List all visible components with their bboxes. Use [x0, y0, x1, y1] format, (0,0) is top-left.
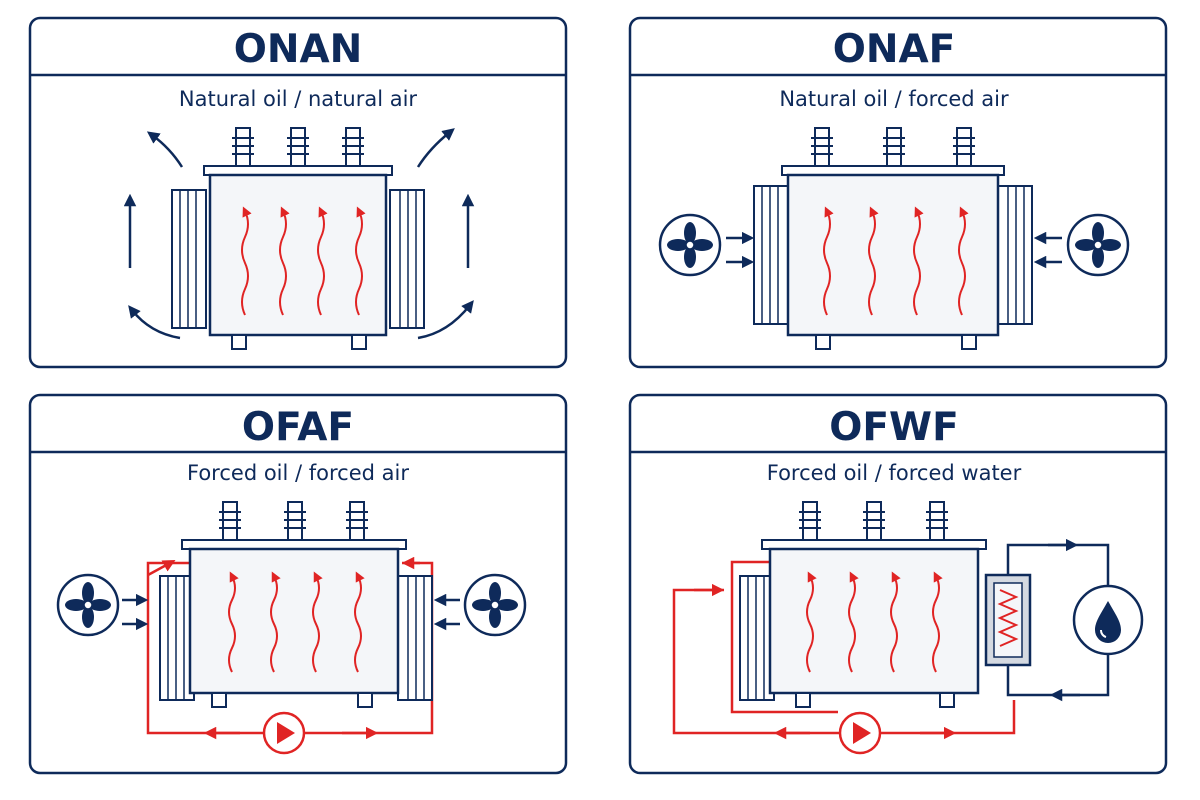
panel-onaf: ONAF Natural oil / forced air [628, 16, 1168, 369]
tank [786, 173, 1000, 337]
pump-icon [838, 711, 882, 755]
bushing-icon [346, 501, 368, 541]
panel-title: OFWF [829, 405, 958, 450]
radiator-left [159, 575, 195, 701]
bushing-icon [232, 127, 254, 167]
transformer [159, 501, 433, 708]
panel-subtitle: Forced oil / forced air [187, 461, 409, 485]
airflow-arrow-icon [122, 593, 460, 631]
bushing-icon [287, 127, 309, 167]
airflow-arrow-icon [123, 128, 475, 340]
panel-subtitle: Natural oil / natural air [179, 87, 418, 111]
panel-subtitle: Natural oil / forced air [779, 87, 1009, 111]
fan-icon [463, 573, 527, 637]
radiator-right [389, 189, 425, 329]
fan-icon [56, 573, 120, 637]
transformer [753, 127, 1033, 350]
bushing-icon [811, 127, 833, 167]
oil-circuit [672, 560, 1016, 740]
radiator-left [171, 189, 207, 329]
panel-onan: ONAN Natural oil / natural air [28, 16, 568, 369]
heat-wave-icon [806, 571, 943, 673]
fan-icon [1066, 213, 1130, 277]
panel-ofaf: OFAF Forced oil / forced air [28, 393, 568, 775]
radiator-right [397, 575, 433, 701]
bushing-icon [926, 501, 948, 541]
tank [208, 173, 388, 337]
bushing-icon [953, 127, 975, 167]
tank [188, 547, 400, 695]
transformer [171, 127, 425, 350]
bushing-icon [284, 501, 306, 541]
bushing-icon [799, 501, 821, 541]
radiator-left [739, 575, 775, 701]
heat-wave-icon [241, 206, 366, 316]
transformer [739, 501, 987, 708]
panel-ofwf: OFWF Forced oil / forced water [628, 393, 1168, 775]
tank [768, 547, 980, 695]
pump-icon [262, 711, 306, 755]
heat-wave-icon [823, 206, 969, 316]
bushing-icon [883, 127, 905, 167]
bushing-icon [863, 501, 885, 541]
water-circuit [1006, 538, 1110, 702]
panel-subtitle: Forced oil / forced water [767, 461, 1022, 485]
water-drop-icon [1072, 584, 1144, 656]
heat-wave-icon [228, 571, 365, 673]
bushing-icon [219, 501, 241, 541]
airflow-arrow-icon [726, 231, 1062, 269]
radiator-left [753, 185, 789, 325]
panel-title: OFAF [242, 405, 354, 450]
panel-title: ONAF [833, 27, 956, 72]
heat-exchanger-icon [984, 573, 1032, 667]
radiator-right [997, 185, 1033, 325]
fan-icon [658, 213, 722, 277]
panel-title: ONAN [234, 27, 363, 72]
bushing-icon [342, 127, 364, 167]
